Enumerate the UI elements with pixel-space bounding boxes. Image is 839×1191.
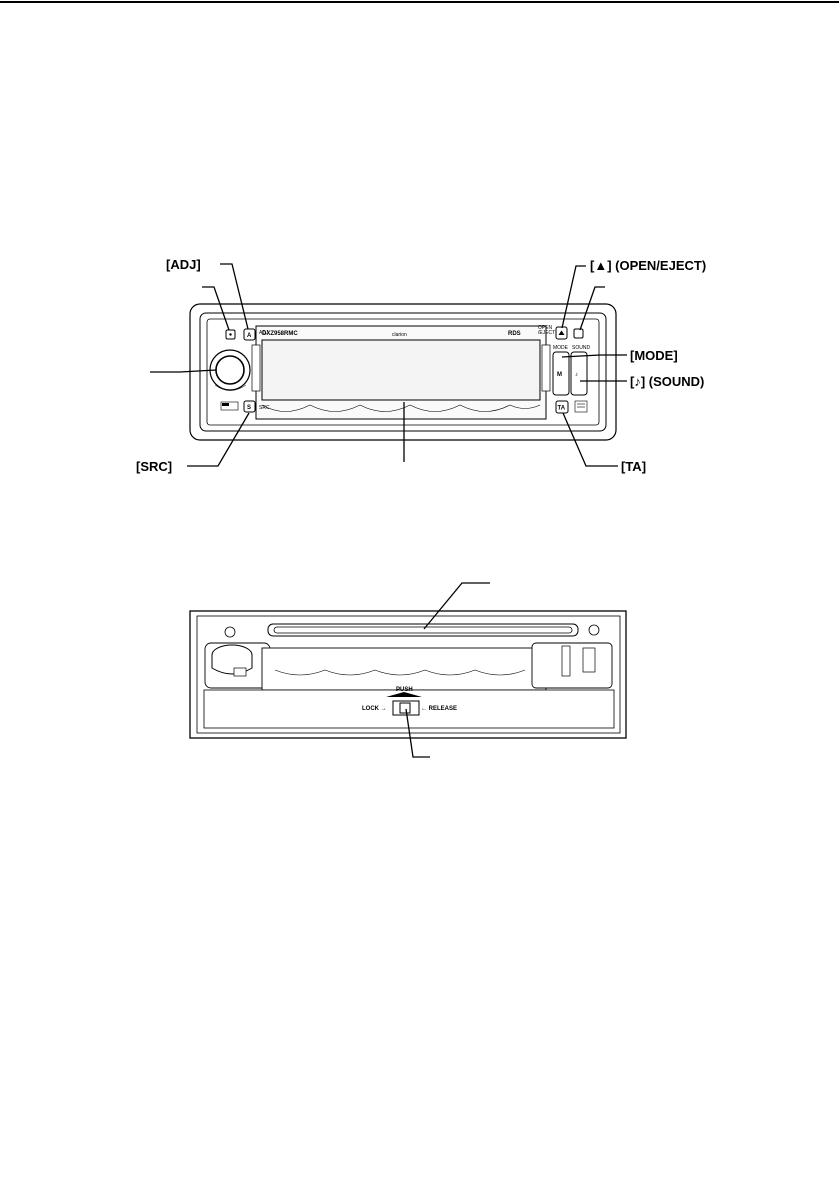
src-panel-label: SRC: [259, 405, 270, 411]
front-panel-diagram: DXZ958RMC clarion RDS A ADJ S SRC OPEN/E…: [136, 257, 706, 474]
adj-panel-label: ADJ: [259, 330, 269, 336]
release-label: ← RELEASE: [421, 706, 457, 712]
display-right-cap: [541, 344, 551, 392]
release-leader-line: [202, 286, 230, 331]
slider-leader-line: [405, 708, 430, 758]
knob-shaft-tab: [233, 667, 247, 677]
src-callout: [SRC]: [136, 459, 172, 474]
screw-hole-right-icon: [588, 624, 600, 636]
open-eject-leader-line: [561, 265, 586, 329]
adj-leader-line: [220, 263, 249, 330]
mode-leader-line: [561, 354, 627, 358]
display-lower-waves: [261, 404, 541, 412]
push-label: PUSH: [396, 687, 413, 693]
disc-slot-leader-line: [423, 582, 490, 630]
smart-logo-mark-icon: [222, 403, 229, 406]
brand-text: clarion: [392, 332, 407, 338]
open-eject-panel-label: OPEN/EJECT: [538, 325, 555, 336]
inner-wave-detail: [274, 669, 526, 676]
sound-panel-label: SOUND: [572, 345, 590, 351]
release-dot-icon: [229, 333, 232, 336]
model-text: DXZ958RMC: [262, 331, 298, 337]
right-connector-pin: [561, 645, 571, 677]
src-leader-line: [187, 412, 250, 467]
right-button-leader-line: [579, 286, 605, 331]
sound-button-glyph: ♪: [575, 372, 578, 378]
right-mechanism-block: [531, 642, 613, 689]
src-button[interactable]: [243, 400, 256, 413]
ta-leader-line: [562, 412, 618, 467]
adj-button-glyph: A: [247, 333, 252, 339]
lock-label: LOCK →: [362, 706, 387, 712]
mode-callout: [MODE]: [630, 348, 678, 363]
sound-callout: [♪] (SOUND): [630, 374, 704, 389]
ta-callout: [TA]: [621, 459, 646, 474]
knob-leader-line: [150, 369, 217, 373]
src-button-glyph: S: [247, 405, 251, 411]
adj-callout: [ADJ]: [166, 257, 201, 272]
right-small-button[interactable]: [573, 328, 584, 339]
push-arrow-icon: [386, 692, 422, 697]
knob-arc-marking: [214, 384, 247, 391]
display-left-cap: [251, 344, 261, 392]
disc-slot: [273, 626, 573, 634]
open-eject-callout: [▲] (OPEN/EJECT): [590, 258, 706, 273]
ta-button-glyph: TA: [558, 406, 566, 412]
rds-text: RDS: [508, 331, 521, 337]
display-window: [261, 339, 541, 401]
smart-logo-icon: [220, 401, 239, 411]
rotary-knob[interactable]: [215, 355, 245, 385]
eject-icon: [558, 330, 565, 335]
adj-button[interactable]: [243, 328, 256, 341]
right-connector-block: [582, 647, 596, 673]
mode-button[interactable]: [552, 351, 570, 396]
screw-hole-left-icon: [224, 626, 236, 638]
mode-button-glyph: M: [557, 372, 562, 378]
mode-panel-label: MODE: [553, 345, 569, 351]
inner-panel-diagram: PUSH LOCK → ← RELEASE: [189, 582, 627, 758]
lock-release-slider[interactable]: [399, 702, 411, 714]
inner-display-bed: [261, 647, 547, 691]
sound-button[interactable]: [570, 351, 588, 396]
compact-disc-logo-icon: [574, 400, 588, 413]
ta-button[interactable]: [555, 400, 569, 414]
